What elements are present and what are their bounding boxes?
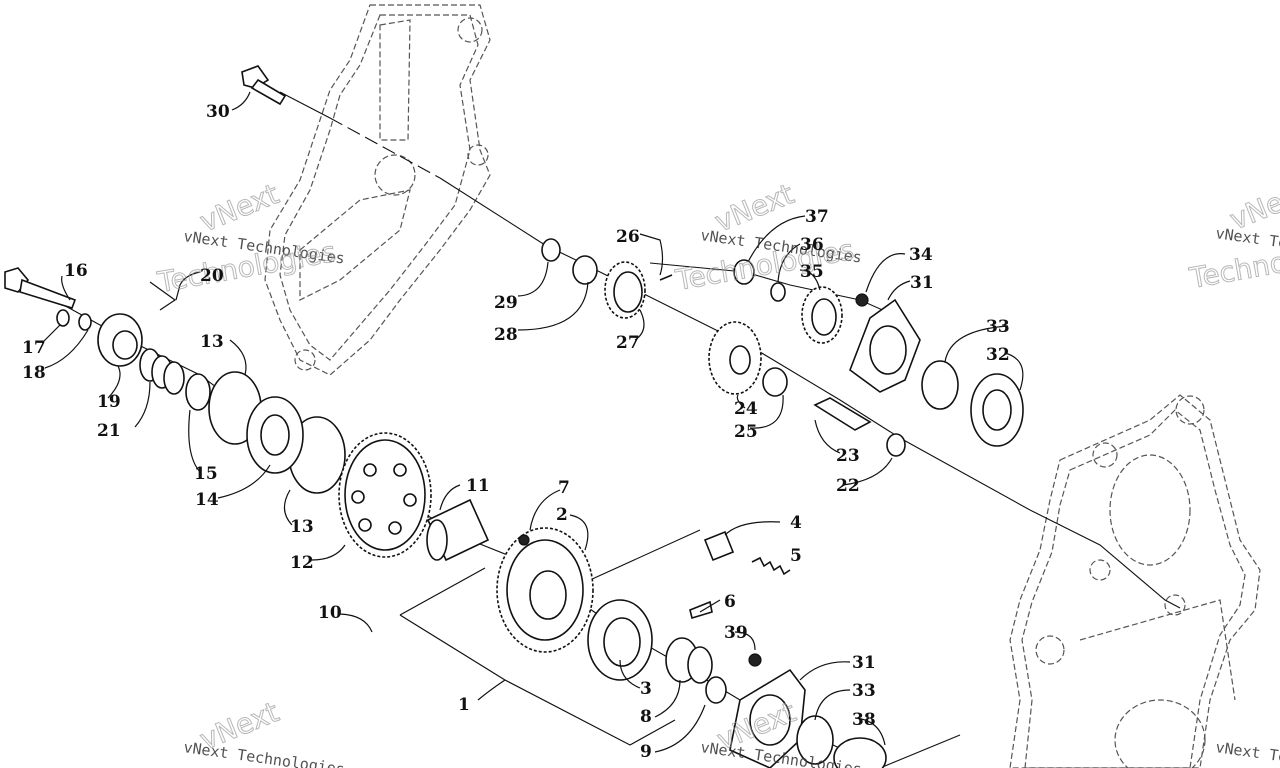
gear-24	[708, 321, 762, 395]
callout-15: 15	[194, 464, 218, 484]
watermark-text: vNext	[710, 177, 798, 238]
bushing-28	[572, 255, 598, 285]
callout-39: 39	[724, 623, 748, 643]
ring-33-lower	[796, 715, 834, 765]
callout-7: 7	[558, 478, 570, 498]
callout-38: 38	[852, 710, 876, 730]
callout-21: 21	[97, 421, 121, 441]
bolt-30	[241, 65, 287, 106]
callout-9: 9	[640, 742, 652, 762]
leader-lines	[41, 91, 1024, 753]
callout-5: 5	[790, 546, 802, 566]
callout-12: 12	[290, 553, 314, 573]
bushing-8	[665, 637, 713, 684]
bearing-32	[970, 373, 1024, 447]
housing-case-ghost	[1009, 394, 1261, 768]
cone-14	[246, 396, 304, 474]
callout-28: 28	[494, 325, 518, 345]
callout-labels: 1 2 3 4 5 6 7 8 9 10 11 12 13 13 14 15 1…	[22, 102, 1010, 762]
callout-30: 30	[206, 102, 230, 122]
callout-13: 13	[200, 332, 224, 352]
washer-22	[886, 433, 906, 457]
callout-3: 3	[640, 679, 652, 699]
washer-36	[770, 282, 786, 302]
nut-34	[855, 293, 869, 307]
housing-cover-ghost	[264, 4, 491, 376]
gear-12	[338, 432, 432, 558]
pin-23	[813, 397, 872, 431]
gear-35	[801, 286, 843, 344]
callout-34: 34	[909, 245, 933, 265]
bearing-plate-31-upper	[849, 298, 921, 393]
bushing-25	[762, 367, 788, 397]
watermark-text: vNext Technologies	[1214, 738, 1280, 768]
ring-33-upper	[921, 360, 959, 410]
clutch-plate-3	[587, 599, 653, 681]
callout-19: 19	[97, 392, 121, 412]
bearing-38	[833, 737, 887, 768]
callout-25: 25	[734, 422, 758, 442]
callout-33: 33	[852, 681, 876, 701]
watermark-text: vNext	[1225, 175, 1280, 236]
callout-24: 24	[734, 399, 758, 419]
washer-18	[78, 313, 92, 331]
plunger-4	[703, 530, 735, 562]
callout-29: 29	[494, 293, 518, 313]
callout-27: 27	[616, 333, 640, 353]
callout-26: 26	[616, 227, 640, 247]
spring-5	[751, 556, 791, 576]
callout-10: 10	[318, 603, 342, 623]
watermark-text: vNext	[195, 177, 283, 238]
callout-31: 31	[852, 653, 876, 673]
callout-37: 37	[805, 207, 829, 227]
callout-1: 1	[458, 695, 470, 715]
bolt-16	[4, 267, 77, 309]
bearing-plate-31-lower	[729, 668, 806, 768]
gear-2	[496, 527, 594, 653]
callout-14: 14	[195, 490, 219, 510]
callout-17: 17	[22, 338, 46, 358]
washer-17	[56, 309, 70, 327]
screw-6	[689, 600, 713, 620]
callout-16: 16	[64, 261, 88, 281]
nut-7	[518, 534, 530, 546]
callout-35: 35	[800, 262, 824, 282]
spline-sleeve-11	[426, 498, 490, 562]
callout-31: 31	[910, 273, 934, 293]
callout-6: 6	[724, 592, 736, 612]
callout-4: 4	[790, 513, 802, 533]
spring-21	[139, 348, 185, 395]
ring-37	[733, 259, 755, 285]
callout-8: 8	[640, 707, 652, 727]
callout-22: 22	[836, 476, 860, 496]
callout-36: 36	[800, 235, 824, 255]
callout-23: 23	[836, 446, 860, 466]
callout-32: 32	[986, 345, 1010, 365]
callout-11: 11	[466, 476, 490, 496]
ring-15	[185, 373, 211, 411]
callout-18: 18	[22, 363, 46, 383]
callout-13: 13	[290, 517, 314, 537]
nut-39	[748, 653, 762, 667]
cap-19	[97, 313, 143, 367]
callout-20: 20	[200, 266, 224, 286]
washer-9	[705, 676, 727, 704]
pin-26	[659, 274, 673, 281]
callout-33: 33	[986, 317, 1010, 337]
gear-27	[604, 261, 646, 319]
callout-2: 2	[556, 505, 568, 525]
washer-29	[541, 238, 561, 262]
